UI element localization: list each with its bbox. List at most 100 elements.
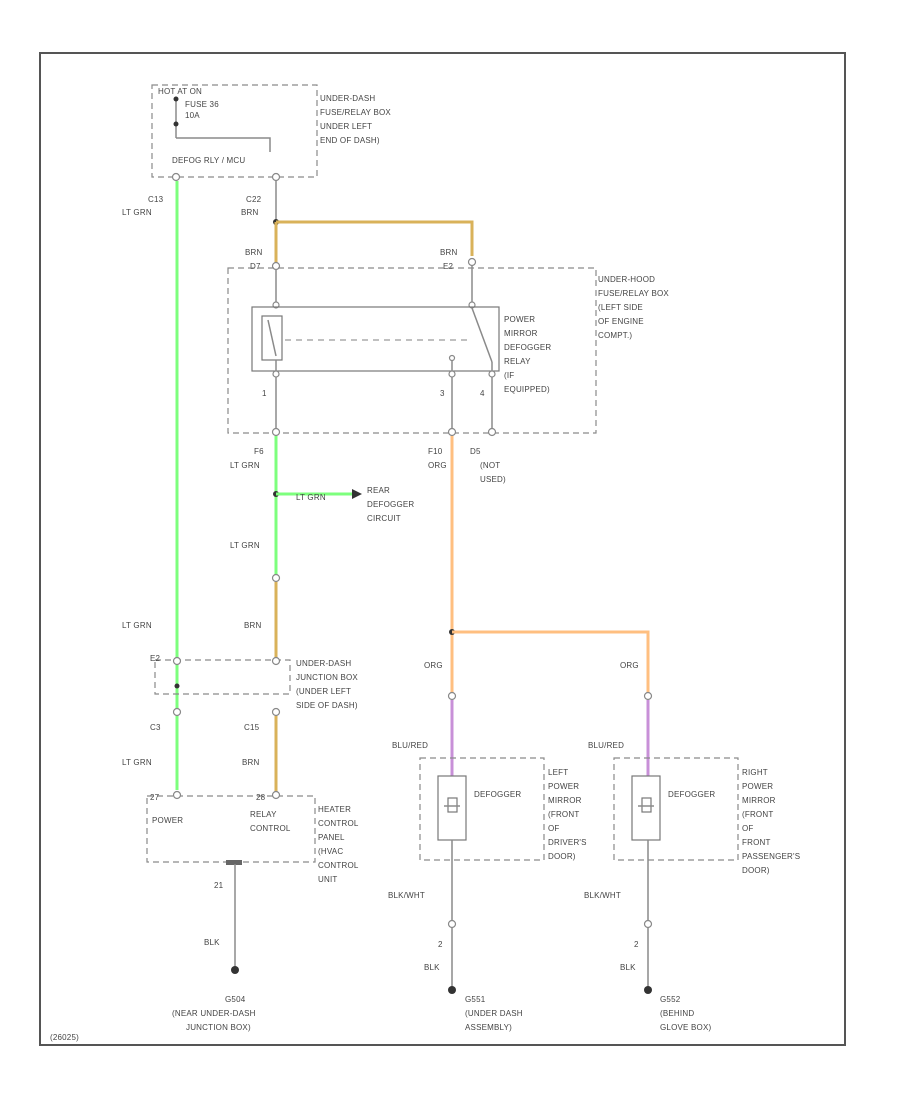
left-mirror-name-7: DOOR) [548,852,576,861]
ground-g551-location-1: (UNDER DASH [465,1009,523,1018]
relay-box-location-4: OF ENGINE [598,317,644,326]
ground-g504-location-2: JUNCTION BOX) [186,1023,251,1032]
left-mirror-name-1: LEFT [548,768,568,777]
heater-pin-21-label: 21 [214,881,224,890]
wire-c3-pin-label: C3 [150,723,161,732]
junction-pin-c3 [172,707,182,717]
wire-brn-label-e2: BRN [440,248,458,257]
heater-name-2: CONTROL [318,819,359,828]
heater-pin-27 [172,790,182,800]
junction-pin-e2-label: E2 [150,654,161,663]
left-defogger-heater-icon [447,797,458,813]
heater-relay-label-1: RELAY [250,810,277,819]
wire-c22-pin-label: C22 [246,195,262,204]
wire-blkwht-label-left: BLK/WHT [388,891,425,900]
relay-box-location-1: UNDER-HOOD [598,275,655,284]
wire-e2-pin-label: E2 [443,262,454,271]
right-power-mirror [613,757,739,861]
wire-brn-label-lower: BRN [242,758,260,767]
heater-name-5: CONTROL [318,861,359,870]
wire-brn-label-d7: BRN [245,248,263,257]
heater-relay-label-2: CONTROL [250,824,291,833]
fuse-box-location-2: FUSE/RELAY BOX [320,108,391,117]
junction-location-1: UNDER-DASH [296,659,351,668]
wire-ltgrn-label-top: LT GRN [122,208,152,217]
junction-pin-a [271,656,281,666]
ground-g504-id: G504 [225,995,246,1004]
relay-name-5: (IF [504,371,514,380]
heater-name-6: UNIT [318,875,337,884]
wire-blk-label-heater: BLK [204,938,220,947]
wire-c15-pin-label: C15 [244,723,260,732]
wire-brn-label-top: BRN [241,208,259,217]
wire-ltgrn-label-mid: LT GRN [230,541,260,550]
relay-box-pin-f10 [447,427,457,437]
relay-box-pin-f6 [271,427,281,437]
relay-name-3: DEFOGGER [504,343,551,352]
right-defogger-heater-icon [641,797,652,813]
right-mirror-name-6: FRONT [742,838,771,847]
fuse-box-location-3: UNDER LEFT [320,122,372,131]
left-mirror-connector-bottom [447,919,457,929]
right-mirror-pin-2-label: 2 [634,940,639,949]
relay-coil-winding [267,319,277,357]
ground-g551-id: G551 [465,995,486,1004]
right-mirror-name-5: OF [742,824,754,833]
not-used-label-1: (NOT [480,461,500,470]
relay-name-2: MIRROR [504,329,538,338]
wire-brn-to-e2 [276,220,474,256]
fuse-top-node [173,96,179,102]
heater-name-1: HEATER [318,805,351,814]
right-mirror-name-4: (FRONT [742,810,773,819]
not-used-label-2: USED) [480,475,506,484]
ground-g552-id: G552 [660,995,681,1004]
fuse-box-pin-c22 [271,172,281,182]
left-mirror-name-2: POWER [548,782,579,791]
rear-defogger-label-3: CIRCUIT [367,514,401,523]
junction-location-4: SIDE OF DASH) [296,701,358,710]
left-mirror-name-4: (FRONT [548,810,579,819]
underhood-fuse-relay-box [227,267,597,434]
right-mirror-connector-bottom [643,919,653,929]
heater-name-3: PANEL [318,833,345,842]
fuse-box-location-1: UNDER-DASH [320,94,375,103]
fuse-box-location-4: END OF DASH) [320,136,380,145]
underdash-fuse-relay-box [151,84,318,178]
relay-pin-3 [448,370,456,378]
relay-pin-1-label: 1 [262,389,267,398]
fuse-box-pin-c13 [171,172,181,182]
ground-g552-icon [644,986,652,994]
junction-location-2: JUNCTION BOX [296,673,358,682]
wire-d7-pin-label: D7 [250,262,261,271]
ground-g551-location-2: ASSEMBLY) [465,1023,512,1032]
wire-blured-label-right: BLU/RED [588,741,624,750]
fuse-block-label: DEFOG RLY / MCU [172,156,245,165]
relay-box-location-3: (LEFT SIDE [598,303,643,312]
wire-ltgrn-label-f6: LT GRN [230,461,260,470]
junction-location-3: (UNDER LEFT [296,687,351,696]
junction-pin-e2 [172,656,182,666]
diagram-frame [39,52,846,1046]
wire-f10-pin-label: F10 [428,447,443,456]
wire-ltgrn-label-lower: LT GRN [122,758,152,767]
ground-g551-icon [448,986,456,994]
junction-pin-c15 [271,707,281,717]
relay-name-6: EQUIPPED) [504,385,550,394]
left-mirror-name-5: OF [548,824,560,833]
relay-box-pin-d5 [487,427,497,437]
right-mirror-name-7: PASSENGER'S [742,852,800,861]
wire-org-label-f10: ORG [428,461,447,470]
left-mirror-element-label: DEFOGGER [474,790,521,799]
relay-coil-icon [261,315,283,361]
relay-name-4: RELAY [504,357,531,366]
ground-g552-location-1: (BEHIND [660,1009,694,1018]
wire-blk-label-right: BLK [620,963,636,972]
wire-c13-pin-label: C13 [148,195,164,204]
fuse-bus-bar [176,137,271,152]
left-mirror-defogger-element [437,775,467,841]
heater-control-panel [146,795,316,863]
right-mirror-name-1: RIGHT [742,768,768,777]
left-mirror-name-6: DRIVER'S [548,838,587,847]
rear-defogger-label-2: DEFOGGER [367,500,414,509]
